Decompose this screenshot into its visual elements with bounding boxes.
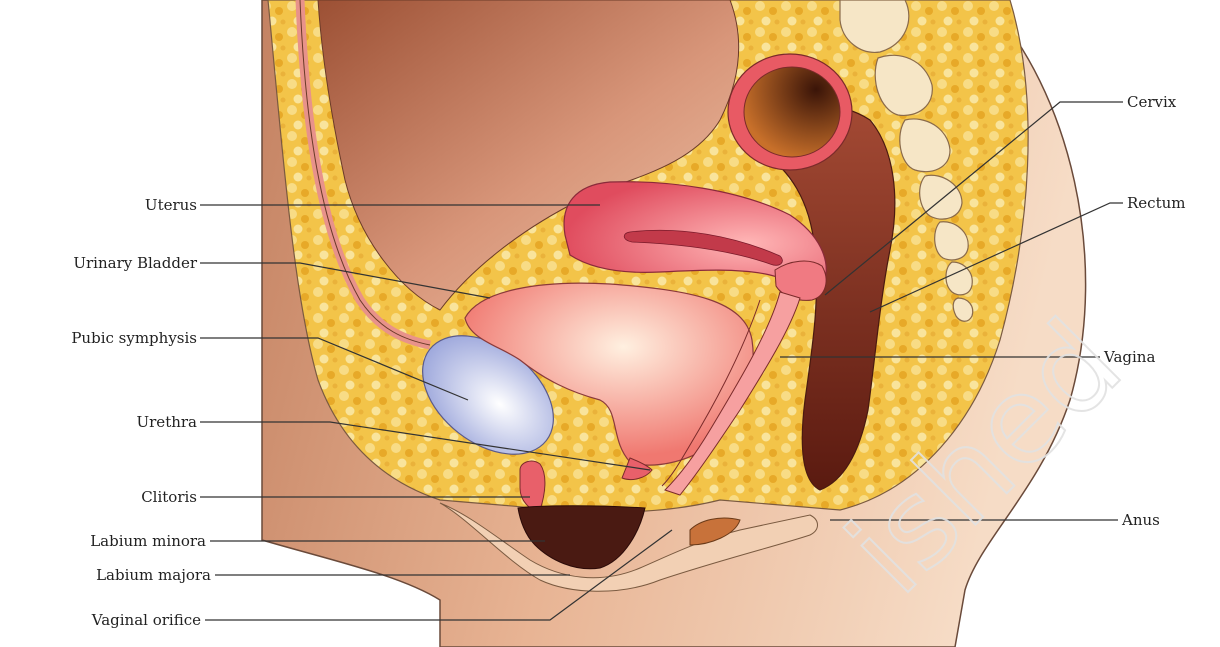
label-urinary-bladder: Urinary Bladder [73, 254, 197, 272]
sigmoid-colon [728, 54, 852, 170]
label-pubic-symphysis: Pubic symphysis [71, 329, 197, 347]
label-vaginal-orifice: Vaginal orifice [91, 611, 201, 629]
label-clitoris: Clitoris [141, 488, 197, 506]
label-anus: Anus [1121, 511, 1160, 529]
label-urethra: Urethra [137, 413, 198, 431]
label-labium-minora: Labium minora [90, 532, 206, 550]
label-uterus: Uterus [145, 196, 197, 214]
label-vagina: Vagina [1103, 348, 1155, 366]
label-cervix: Cervix [1127, 93, 1177, 111]
label-rectum: Rectum [1127, 194, 1185, 212]
label-labium-majora: Labium majora [96, 566, 211, 584]
